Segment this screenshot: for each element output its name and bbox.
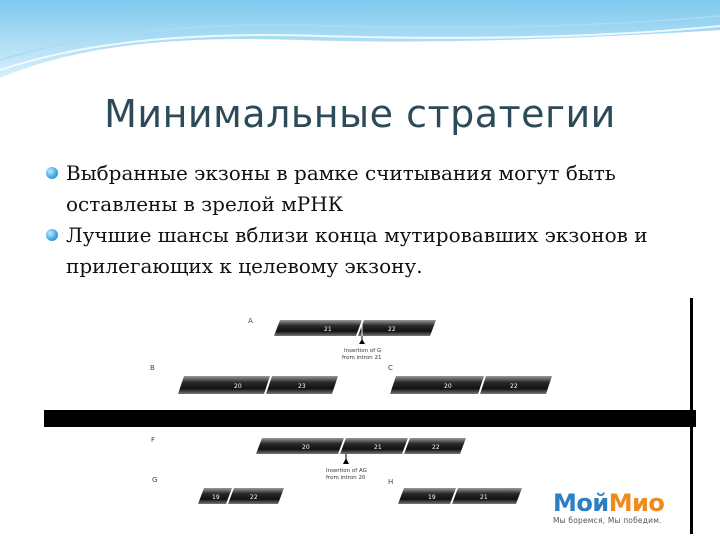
panel-label-b: B — [150, 364, 155, 372]
exon-label: 20 — [234, 383, 242, 390]
insertion-g-line1: Insertion of G — [344, 348, 381, 354]
bullet-text: Лучшие шансы вблизи конца мутировавших э… — [66, 223, 648, 278]
insertion-g-line2: from intron 21 — [342, 355, 381, 361]
exon-row-a: 21 22 Insertion of G from intron 21 — [274, 320, 436, 361]
bullet-item: Лучшие шансы вблизи конца мутировавших э… — [46, 220, 686, 282]
logo-wordmark: МойМио — [553, 490, 703, 516]
slide-title: Минимальные стратегии — [104, 92, 616, 136]
moymio-logo: МойМио Мы боремся, Мы победим. — [553, 490, 703, 530]
exon-label: 21 — [324, 326, 332, 333]
exon-label: 22 — [432, 444, 440, 451]
exon-label: 20 — [444, 383, 452, 390]
logo-tagline: Мы боремся, Мы победим. — [553, 516, 662, 525]
insertion-ag-line2: from intron 20 — [326, 475, 366, 481]
bullet-dot-icon — [46, 167, 58, 179]
bullet-list: Выбранные экзоны в рамке считывания могу… — [46, 158, 686, 282]
exon-label: 23 — [298, 383, 306, 390]
exon-label: 19 — [428, 494, 436, 501]
exon-label: 22 — [510, 383, 518, 390]
panel-label-f: F — [151, 436, 155, 444]
bullet-dot-icon — [46, 229, 58, 241]
exon-diagram: A B C F G H 21 22 Insertion of G from in… — [44, 298, 696, 534]
exon-row-c: 20 22 — [390, 376, 552, 394]
logo-part-1: Мой — [553, 489, 609, 517]
panel-label-a: A — [248, 317, 253, 325]
exon-row-f: 20 21 22 Insertion of AG from intron 20 — [256, 438, 466, 481]
exon-label: 19 — [212, 494, 220, 501]
divider-band — [44, 410, 696, 427]
bullet-text: Выбранные экзоны в рамке считывания могу… — [66, 161, 616, 216]
exon-row-b: 20 23 — [178, 376, 338, 394]
exon-row-g: 19 22 — [198, 488, 284, 504]
exon-row-h: 19 21 — [398, 488, 522, 504]
insertion-ag-line1: Insertion of AG — [326, 468, 367, 474]
exon-label: 20 — [302, 444, 310, 451]
top-wave-decoration — [0, 0, 720, 78]
logo-part-2: Мио — [608, 489, 665, 517]
exon-label: 22 — [250, 494, 258, 501]
panel-label-c: C — [388, 364, 393, 372]
panel-label-h: H — [388, 478, 393, 486]
exon-label: 21 — [374, 444, 382, 451]
exon-label: 22 — [388, 326, 396, 333]
exon-label: 21 — [480, 494, 488, 501]
bullet-item: Выбранные экзоны в рамке считывания могу… — [46, 158, 686, 220]
panel-label-g: G — [152, 476, 157, 484]
